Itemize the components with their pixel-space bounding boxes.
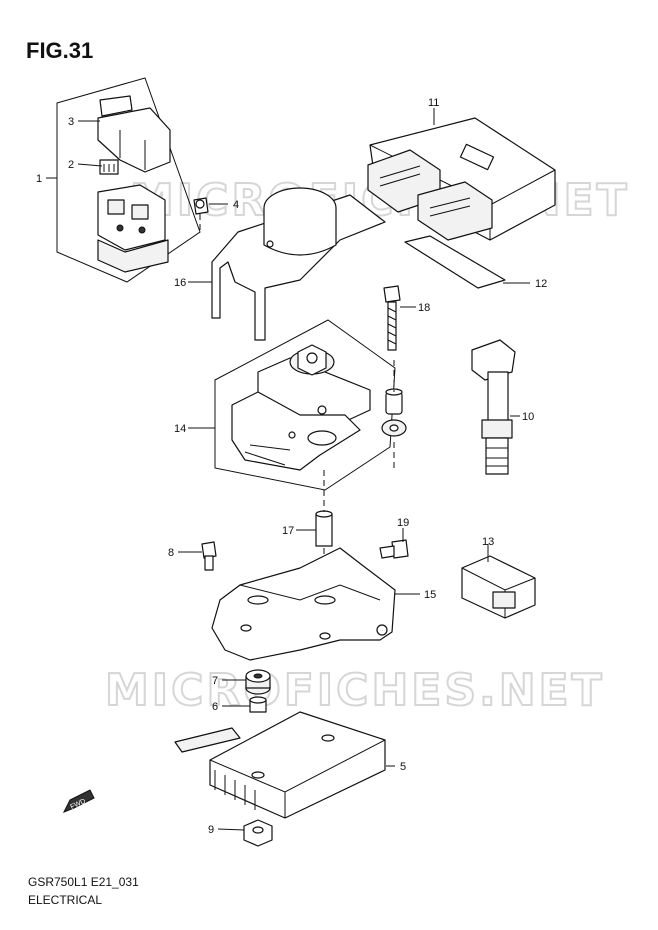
fwd-arrow: FWD (62, 789, 95, 813)
callout-4: 4 (233, 199, 239, 211)
callout-6: 6 (212, 701, 218, 713)
bolt-19 (379, 539, 409, 559)
regulator-body (209, 711, 386, 819)
callout-13: 13 (482, 536, 494, 548)
sensor-plate (231, 391, 361, 471)
nut-9 (243, 819, 273, 847)
callout-12: 12 (535, 278, 547, 290)
callout-10: 10 (522, 411, 534, 423)
damper-7 (245, 669, 271, 695)
ecm-unit (367, 117, 556, 241)
bolt-18 (383, 285, 401, 351)
relay-cover (97, 107, 171, 173)
figure-section-name: ELECTRICAL (28, 893, 103, 907)
callout-3: 3 (68, 116, 74, 128)
collar-6 (249, 696, 267, 713)
callout-7: 7 (212, 675, 218, 687)
callout-8: 8 (168, 547, 174, 559)
bolt-4 (193, 197, 209, 232)
figure-title: FIG.31 (26, 38, 94, 63)
bracket-16 (211, 187, 386, 341)
sensor-kit-outline (214, 319, 396, 491)
callout-11: 11 (428, 97, 439, 109)
callout-17: 17 (282, 525, 294, 537)
bolt-8 (201, 541, 217, 571)
tilt-sensor-group (214, 319, 396, 491)
regulator-wire (174, 727, 241, 753)
sensor-10 (471, 339, 516, 475)
relay-13 (461, 555, 536, 619)
plate-body (211, 547, 396, 661)
regulator-5 (174, 711, 386, 819)
leader-lines (46, 108, 530, 831)
starter-relay-group (56, 77, 201, 283)
callout-15: 15 (424, 589, 436, 601)
callout-labels: 1 2 3 4 5 6 7 8 9 10 11 12 13 14 15 16 1… (36, 97, 547, 836)
callout-14: 14 (174, 423, 186, 435)
callout-5: 5 (400, 761, 406, 773)
mounting-plate-15 (211, 547, 396, 661)
callout-2: 2 (68, 159, 74, 171)
callout-16: 16 (174, 277, 186, 289)
figure-code: GSR750L1 E21_031 (28, 875, 139, 889)
ecm-pad (404, 235, 506, 289)
callout-9: 9 (208, 824, 214, 836)
callout-1: 1 (36, 173, 42, 185)
ecm-connector-2 (417, 181, 493, 241)
callout-18: 18 (418, 302, 430, 314)
watermark-bottom: MICROFICHES.NET (105, 665, 605, 716)
callout-19: 19 (397, 517, 409, 529)
bracket-body (211, 194, 386, 341)
collar-grommet (381, 360, 407, 470)
